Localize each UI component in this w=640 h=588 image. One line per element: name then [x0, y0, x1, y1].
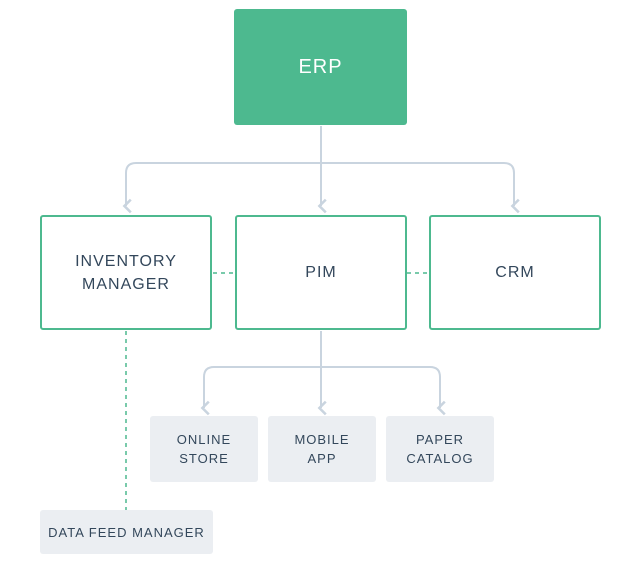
crm-label: CRM	[495, 264, 535, 281]
paper-catalog-label-line1: PAPER	[415, 432, 465, 447]
data-feed-manager-label: DATA FEED MANAGER	[48, 524, 205, 540]
paper-catalog-label-line2: CATALOG	[406, 451, 474, 466]
dashed-links	[125, 272, 428, 510]
arrow-to-paper-catalog	[321, 366, 446, 416]
paper-catalog-box: PAPER CATALOG	[386, 416, 494, 482]
arrow-to-inventory	[122, 126, 322, 214]
mobile-app-label-line1: MOBILE	[294, 432, 350, 447]
pim-label: PIM	[305, 264, 337, 281]
inventory-manager-label-line1: INVENTORY	[75, 252, 177, 270]
inventory-manager-label-line2: MANAGER	[82, 275, 170, 293]
online-store-box: ONLINE STORE	[150, 416, 258, 482]
inventory-manager-box: INVENTORY MANAGER	[40, 215, 212, 330]
arrow-to-crm	[321, 162, 520, 214]
erp-box: ERP	[234, 9, 407, 125]
crm-box: CRM	[429, 215, 601, 330]
online-store-label-line1: ONLINE	[176, 432, 232, 447]
data-feed-manager-box: DATA FEED MANAGER	[40, 510, 213, 554]
mobile-app-box: MOBILE APP	[268, 416, 376, 482]
pim-branch-arrows	[200, 331, 446, 416]
online-store-label-line2: STORE	[179, 451, 229, 466]
erp-branch-arrows	[122, 126, 520, 214]
mobile-app-label-line2: APP	[307, 451, 337, 466]
pim-box: PIM	[235, 215, 407, 330]
arrow-to-online-store	[200, 331, 322, 416]
erp-label: ERP	[298, 55, 343, 78]
